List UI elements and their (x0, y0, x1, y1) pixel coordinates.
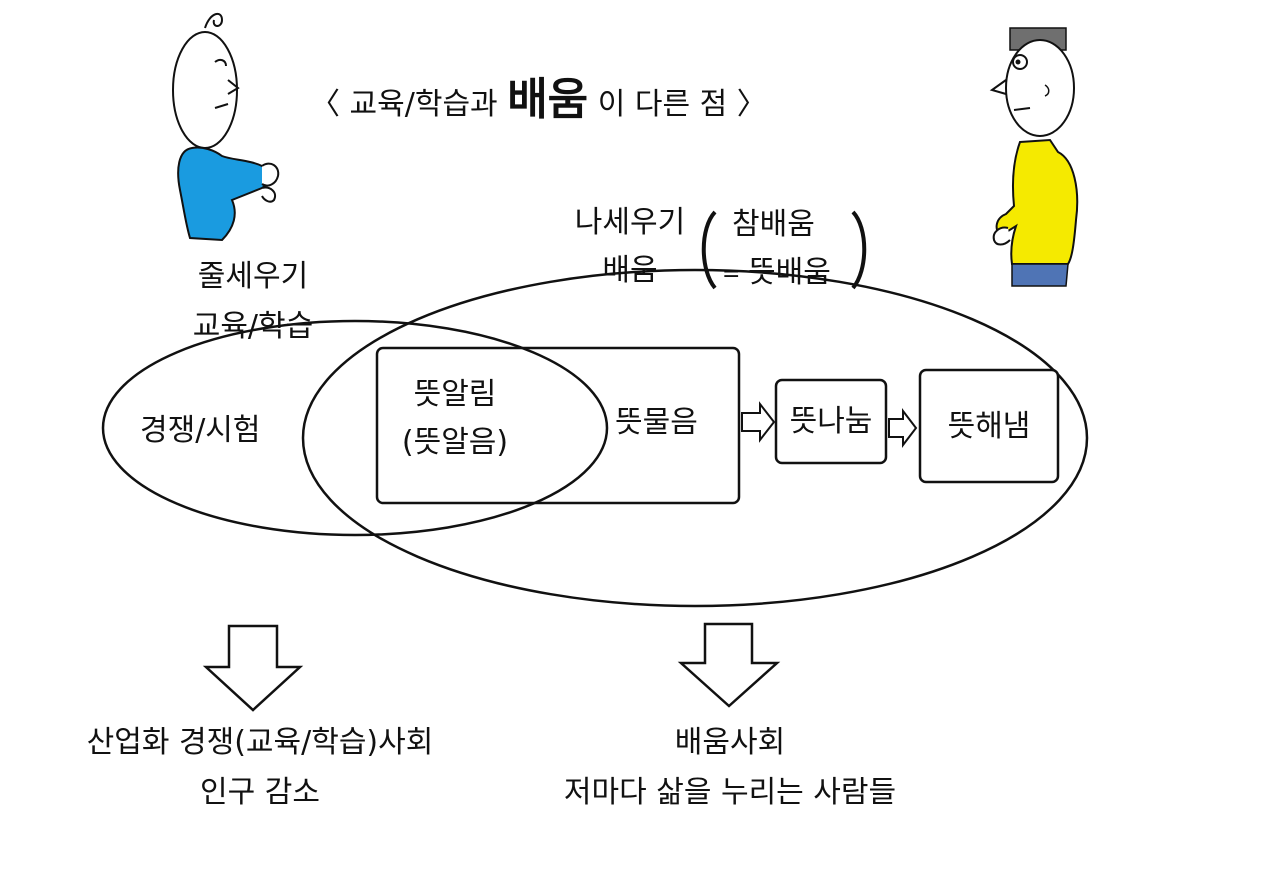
achieve-box (918, 368, 1060, 484)
title-close-bracket: 〉 (736, 87, 767, 122)
title-prefix: 교육/학습과 (349, 87, 498, 122)
arrow-right-icon (741, 401, 776, 443)
left-set-label-2: 교육/학습 (192, 309, 314, 344)
right-set-label-1: 나세우기 (574, 205, 686, 240)
diagram-title: 〈 교육/학습과 배움 이 다른 점 〉 (310, 78, 767, 122)
left-set-label-1: 줄세우기 (197, 259, 309, 294)
right-person-figure (989, 27, 1079, 287)
right-set-label-2: 배움 (602, 253, 658, 288)
right-paren-icon (851, 210, 867, 290)
outcome-left-line-1: 산업화 경쟁(교육/학습)사회 (86, 725, 434, 760)
outcome-right-line-2: 저마다 삶을 누리는 사람들 (563, 775, 897, 810)
left-person-figure (172, 12, 280, 242)
title-suffix: 이 다른 점 (597, 87, 728, 122)
title-open-bracket: 〈 (310, 87, 340, 122)
box-achieve-label: 뜻해냄 (947, 409, 1031, 444)
box-share-label: 뜻나눔 (789, 404, 873, 439)
paren-line-2: 뜻배움 (748, 255, 831, 290)
box-main-left-line-2: (뜻알음) (401, 425, 509, 460)
left-set-inner-label: 경쟁/시험 (140, 413, 261, 448)
title-emphasis: 배움 (507, 74, 589, 125)
share-box (774, 378, 888, 465)
right-ellipse-learning (301, 268, 1089, 608)
main-box (375, 346, 741, 505)
left-ellipse-education (101, 319, 609, 537)
paren-line-1: 참배움 (732, 207, 815, 242)
box-main-left-line-1: 뜻알림 (413, 377, 497, 412)
arrow-right-icon (888, 408, 918, 448)
paren-equals: = (722, 262, 741, 287)
down-arrow-icon (202, 624, 304, 712)
left-paren-icon (701, 210, 717, 290)
box-main-right: 뜻물음 (615, 405, 698, 440)
outcome-left-line-2: 인구 감소 (200, 775, 320, 810)
outcome-right-line-1: 배움사회 (674, 725, 786, 760)
down-arrow-icon (677, 622, 781, 708)
